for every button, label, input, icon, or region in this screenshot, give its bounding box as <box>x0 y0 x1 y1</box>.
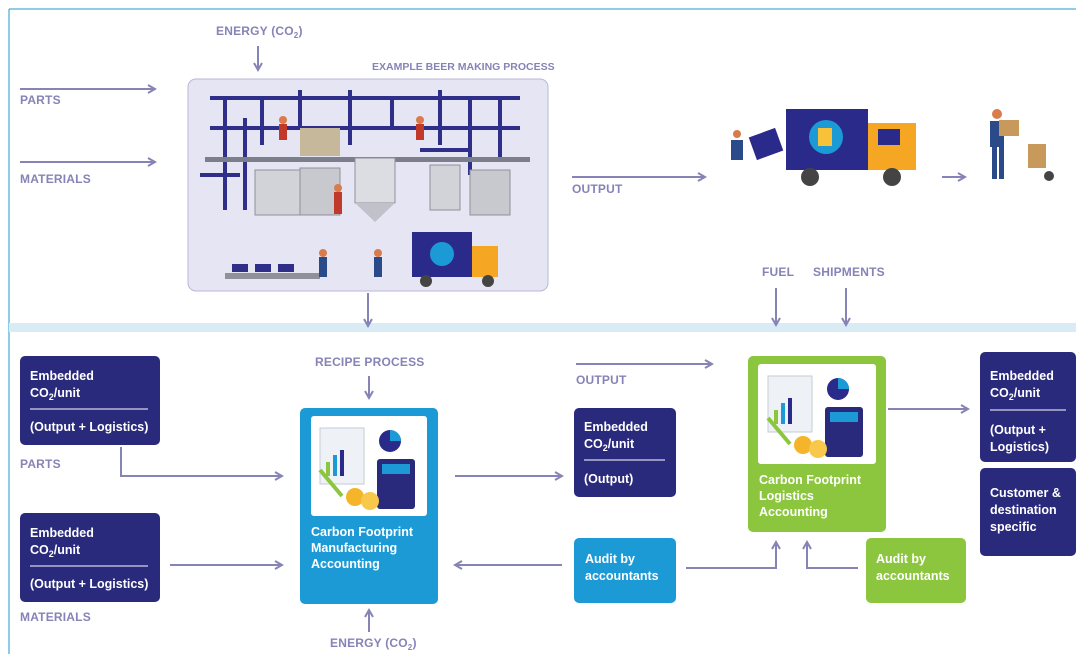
svg-text:CO2/unit: CO2/unit <box>990 386 1041 402</box>
top-output-label: OUTPUT <box>572 182 623 196</box>
svg-text:Customer &: Customer & <box>990 486 1061 500</box>
top-materials-label: MATERIALS <box>20 172 91 186</box>
bottle-crates <box>232 264 294 272</box>
pipes-illustration <box>200 90 520 210</box>
svg-text:Embedded: Embedded <box>30 369 94 383</box>
bottom-materials-label: MATERIALS <box>20 610 91 624</box>
svg-text:accountants: accountants <box>585 569 659 583</box>
svg-text:CO2/unit: CO2/unit <box>30 543 81 559</box>
process-title: EXAMPLE BEER MAKING PROCESS <box>372 61 555 73</box>
svg-text:CO2/unit: CO2/unit <box>30 386 81 402</box>
svg-text:accountants: accountants <box>876 569 950 583</box>
top-energy-label: ENERGY (CO2) <box>216 24 303 40</box>
embedded-parts-box: Embedded CO2/unit (Output + Logistics) <box>20 356 160 445</box>
shipments-label: SHIPMENTS <box>813 265 885 279</box>
customer-worker-illustration <box>990 109 1054 181</box>
fuel-label: FUEL <box>762 265 794 279</box>
svg-text:(Output + Logistics): (Output + Logistics) <box>30 420 148 434</box>
embedded-output-box: Embedded CO2/unit (Output) <box>574 408 676 497</box>
audit-accountants-green-box: Audit by accountants <box>866 538 966 603</box>
green-audit-to-logistics-arrow <box>807 542 858 569</box>
manufacturing-accounting-box: Carbon Footprint Manufacturing Accountin… <box>300 408 438 604</box>
svg-text:Embedded: Embedded <box>30 526 94 540</box>
panel-delivery-truck <box>319 232 498 287</box>
svg-text:Accounting: Accounting <box>759 505 828 519</box>
logistics-accounting-illustration-icon <box>766 375 863 458</box>
bottom-output-label: OUTPUT <box>576 373 627 387</box>
embedded-materials-box: Embedded CO2/unit (Output + Logistics) <box>20 513 160 602</box>
top-parts-label: PARTS <box>20 93 61 107</box>
bottom-parts-label: PARTS <box>20 457 61 471</box>
conveyor-belt <box>225 273 320 279</box>
audit-to-logistics-arrow <box>686 542 776 569</box>
svg-text:Audit by: Audit by <box>876 552 926 566</box>
svg-text:Manufacturing: Manufacturing <box>311 541 397 555</box>
svg-text:Audit by: Audit by <box>585 552 635 566</box>
embedded-final-box: Embedded CO2/unit (Output + Logistics) <box>980 352 1076 462</box>
svg-text:Embedded: Embedded <box>990 369 1054 383</box>
audit-accountants-blue-box: Audit by accountants <box>574 538 676 603</box>
recipe-process-label: RECIPE PROCESS <box>315 355 425 369</box>
beer-process-panel: EXAMPLE BEER MAKING PROCESS <box>187 61 555 292</box>
accounting-illustration-icon <box>318 427 415 510</box>
svg-text:specific: specific <box>990 520 1037 534</box>
customer-destination-box: Customer & destination specific <box>980 468 1076 556</box>
svg-text:Accounting: Accounting <box>311 557 380 571</box>
svg-text:destination: destination <box>990 503 1057 517</box>
bottom-energy-label: ENERGY (CO2) <box>330 636 417 652</box>
brewing-vats <box>254 128 511 222</box>
svg-text:Logistics): Logistics) <box>990 440 1049 454</box>
workers <box>279 116 424 214</box>
logistics-accounting-box: Carbon Footprint Logistics Accounting <box>748 356 886 532</box>
svg-text:(Output): (Output) <box>584 472 633 486</box>
svg-text:Carbon Footprint: Carbon Footprint <box>759 473 862 487</box>
svg-text:(Output +: (Output + <box>990 423 1046 437</box>
svg-text:CO2/unit: CO2/unit <box>584 437 635 453</box>
svg-text:Embedded: Embedded <box>584 420 648 434</box>
section-divider <box>9 323 1076 332</box>
svg-text:Logistics: Logistics <box>759 489 814 503</box>
svg-text:Carbon Footprint: Carbon Footprint <box>311 525 414 539</box>
parts-to-manufacturing-arrow <box>120 447 282 476</box>
delivery-truck-illustration <box>731 109 916 186</box>
svg-text:(Output + Logistics): (Output + Logistics) <box>30 577 148 591</box>
